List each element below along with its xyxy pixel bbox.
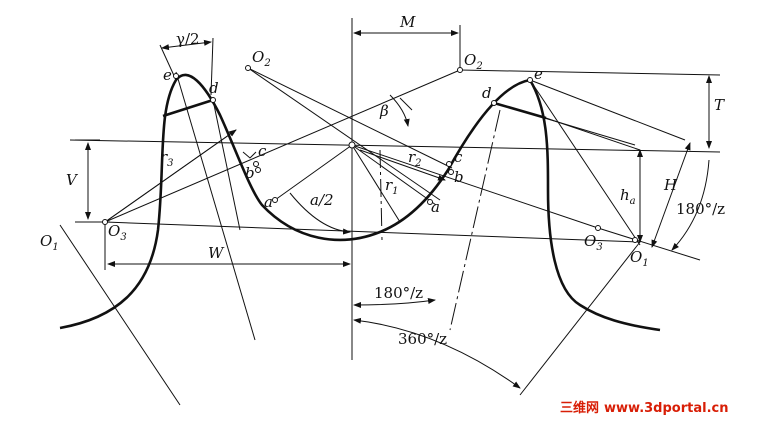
label-e-right: e: [534, 65, 543, 83]
point-O2-left: [245, 65, 251, 71]
arc-360: [353, 317, 521, 389]
label-O3-left: O3: [108, 222, 127, 243]
point-a-center: [427, 199, 433, 205]
label-O3-right: O3: [584, 232, 603, 253]
arc-beta: [389, 94, 410, 127]
label-b-left: b: [245, 164, 255, 182]
gamma-line-b: [210, 37, 214, 96]
label-T: T: [714, 96, 725, 114]
line-O2-left-to-center: [247, 67, 441, 201]
right-line-e: [529, 79, 641, 246]
left-chord-upper: [162, 98, 214, 118]
point-e-left: [173, 73, 179, 79]
point-b-right: [448, 169, 454, 175]
label-180-right: 180°/z: [676, 200, 725, 218]
label-d-left: d: [209, 79, 219, 97]
point-d-left: [210, 97, 216, 103]
watermark-cn: 三维网: [560, 400, 599, 416]
line-e-left: [175, 71, 256, 341]
arc-180-right: [671, 159, 710, 251]
label-O1-left: O1: [40, 232, 59, 253]
center-dash-line: [379, 149, 383, 241]
label-O1-right: O1: [630, 248, 649, 269]
right-line-e-long: [529, 79, 686, 141]
arc-a-half: [289, 192, 351, 235]
watermark-logo: 三维网 www.3dportal.cn: [560, 400, 728, 416]
pitch-line: [69, 139, 721, 153]
point-center: [348, 141, 356, 149]
right-long-line: [519, 241, 641, 396]
line-O3-to-c: [104, 221, 641, 243]
point-d-right: [491, 100, 497, 106]
label-r2: r2: [408, 148, 422, 169]
point-c-left: [253, 161, 259, 167]
label-360: 360°/z: [398, 330, 447, 348]
label-gamma-half: γ/2: [176, 30, 200, 48]
O1-left-line: [59, 224, 181, 406]
label-M: M: [399, 13, 416, 31]
arc-180-center: [353, 298, 436, 308]
label-O2-right: O2: [464, 51, 483, 72]
line-center-r1: [351, 144, 401, 223]
r3-arrow: [107, 129, 237, 221]
label-c-left: c: [258, 142, 267, 160]
label-r1: r1: [385, 176, 399, 197]
right-angle-mark: [242, 151, 257, 159]
point-a-left: [272, 197, 278, 203]
watermark-url: www.3dportal.cn: [604, 401, 728, 416]
line-center-O3r: [351, 144, 599, 229]
label-a-half: a/2: [310, 191, 334, 209]
label-beta: β: [379, 102, 389, 120]
label-d-right: d: [482, 84, 492, 102]
label-180-center: 180°/z: [374, 284, 423, 302]
right-dash-line: [449, 109, 501, 331]
line-center-a-left: [274, 144, 353, 201]
point-O3-left: [102, 219, 108, 225]
right-tooth-profile: [528, 79, 661, 332]
label-c-right: c: [454, 148, 463, 166]
label-b-right: b: [454, 168, 464, 186]
point-O1-right: [632, 237, 638, 243]
line-O2-right-to-center: [104, 69, 461, 223]
line-O2-left-b: [247, 67, 453, 169]
gamma-line-a: [159, 44, 177, 81]
label-H: H: [663, 176, 678, 194]
label-r3: r3: [160, 148, 174, 169]
point-O2-right: [457, 67, 463, 73]
lower-right-line: [597, 227, 701, 261]
beta-lead: [399, 97, 413, 111]
line-d-left: [212, 99, 241, 231]
label-a-left: a: [264, 193, 273, 211]
label-ha: ha: [620, 186, 636, 207]
label-V: V: [66, 171, 79, 189]
point-b-left: [255, 167, 261, 173]
h-dimension: [651, 142, 691, 248]
point-O3-right: [595, 225, 601, 231]
label-e-left: e: [163, 66, 172, 84]
top-line: [459, 69, 721, 76]
label-a-center: a: [431, 198, 440, 216]
point-e-right: [527, 77, 533, 83]
line-center-a: [351, 144, 437, 206]
point-c-right: [446, 161, 452, 167]
label-W: W: [208, 244, 225, 262]
label-O2-left: O2: [252, 48, 271, 69]
gamma-dim: [161, 39, 212, 51]
r2-arrow: [359, 149, 446, 181]
right-line-parallel: [545, 117, 641, 151]
